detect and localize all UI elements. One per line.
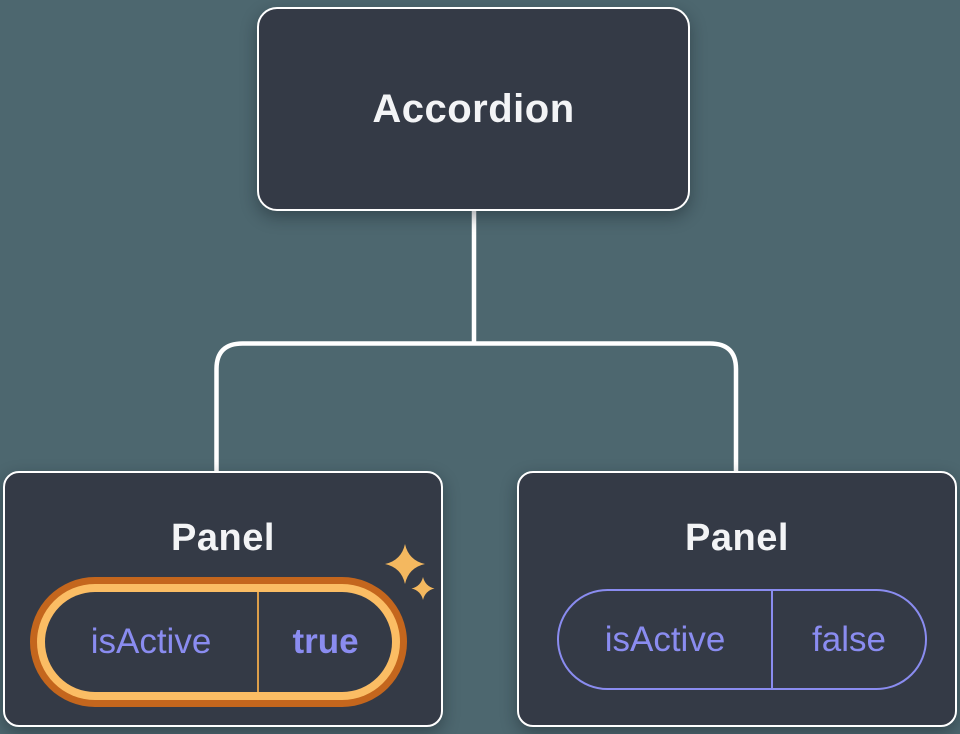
state-pill: isActive true [45,592,392,692]
prop-value-label: true [257,592,392,692]
highlight-ring: isActive true [30,577,407,707]
root-node-label: Accordion [372,86,575,131]
prop-value-label: false [771,591,925,688]
root-node-accordion: Accordion [257,7,690,211]
panel-node-active: Panel isActive true [3,471,443,727]
panel-node-label: Panel [685,517,789,559]
prop-name-label: isActive [90,622,212,661]
panel-node-label: Panel [171,517,275,559]
panel-node-inactive: Panel isActive false [517,471,957,727]
branch-bracket-line [214,341,739,472]
state-pill: isActive false [557,589,927,690]
prop-name-label: isActive [604,619,726,659]
highlight-ring-inner: isActive true [37,584,400,700]
sparkles-icon [385,544,435,600]
